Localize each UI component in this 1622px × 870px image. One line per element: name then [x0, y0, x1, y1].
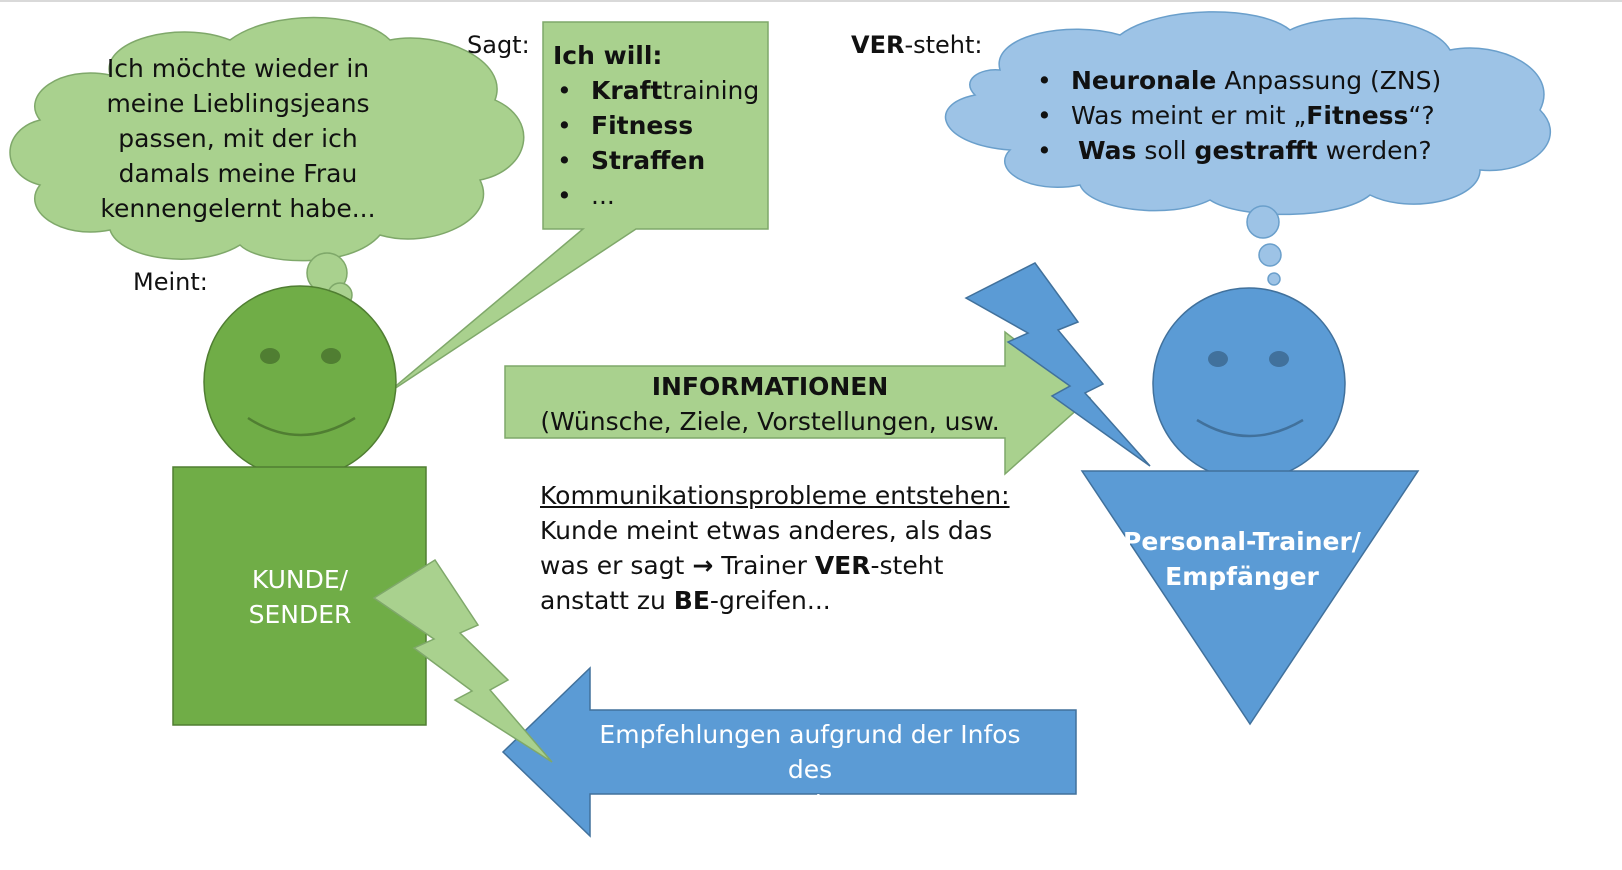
info-arrow	[504, 330, 1092, 476]
receiver-lightning-icon	[964, 262, 1151, 467]
receiver-thought-bubbles	[1246, 205, 1282, 286]
speech-item: ...	[553, 178, 768, 213]
receiver-right-eye	[1269, 351, 1289, 367]
speech-item: Straffen	[553, 143, 768, 178]
sagt-label: Sagt:	[467, 31, 530, 59]
receiver-thought-item: Was soll gestrafft werden?	[1033, 133, 1453, 168]
receiver-head	[1152, 287, 1346, 481]
sender-left-eye	[260, 348, 280, 364]
arrow-right-icon: →	[692, 551, 714, 580]
speech-heading: Ich will:	[553, 41, 663, 70]
info-arrow-text: INFORMATIONEN (Wünsche, Ziele, Vorstellu…	[520, 369, 1020, 439]
receiver-body-label: Personal-Trainer/ Empfänger	[1123, 527, 1361, 591]
receiver-smile	[1196, 418, 1304, 438]
problems-line-2: was er sagt → Trainer VER-steht	[540, 551, 944, 580]
meint-label: Meint:	[133, 268, 208, 296]
problems-line-3: anstatt zu BE-greifen...	[540, 586, 831, 615]
sender-smile	[247, 416, 356, 437]
speech-item: Fitness	[553, 108, 768, 143]
feedback-arrow	[501, 666, 1077, 838]
problems-heading: Kommunikationsprobleme entstehen:	[540, 481, 1010, 510]
info-subtitle: (Wünsche, Ziele, Vorstellungen, usw.	[540, 407, 1000, 436]
info-title: INFORMATIONEN	[651, 372, 889, 401]
sender-thought-text: Ich möchte wieder in meine Lieblingsjean…	[100, 54, 376, 223]
speech-item: Krafttraining	[553, 73, 768, 108]
receiver-thought-item: Was meint er mit „Fitness“?	[1033, 98, 1453, 133]
feedback-arrow-text: Empfehlungen aufgrund der Infos des Kund…	[599, 720, 1021, 819]
sender-lightning-icon	[372, 558, 553, 763]
sender-body-label: KUNDE/ SENDER	[248, 565, 352, 629]
versteht-label: VER-steht:	[851, 31, 983, 59]
speech-list: Krafttraining Fitness Straffen ...	[553, 73, 768, 213]
receiver-thought-item: Neuronale Anpassung (ZNS)	[1033, 63, 1453, 98]
receiver-left-eye	[1208, 351, 1228, 367]
sender-right-eye	[321, 348, 341, 364]
receiver-thought-list: Neuronale Anpassung (ZNS) Was meint er m…	[1033, 63, 1453, 168]
speech-content: Ich will: Krafttraining Fitness Straffen…	[553, 38, 768, 213]
sender-thought-cloud	[9, 16, 525, 262]
problems-line-1: Kunde meint etwas anderes, als das	[540, 516, 993, 545]
problems-text: Kommunikationsprobleme entstehen: Kunde …	[540, 478, 1020, 618]
receiver-thought-text: Neuronale Anpassung (ZNS) Was meint er m…	[1033, 63, 1453, 168]
sender-head	[203, 285, 397, 479]
receiver-body	[1080, 470, 1420, 726]
